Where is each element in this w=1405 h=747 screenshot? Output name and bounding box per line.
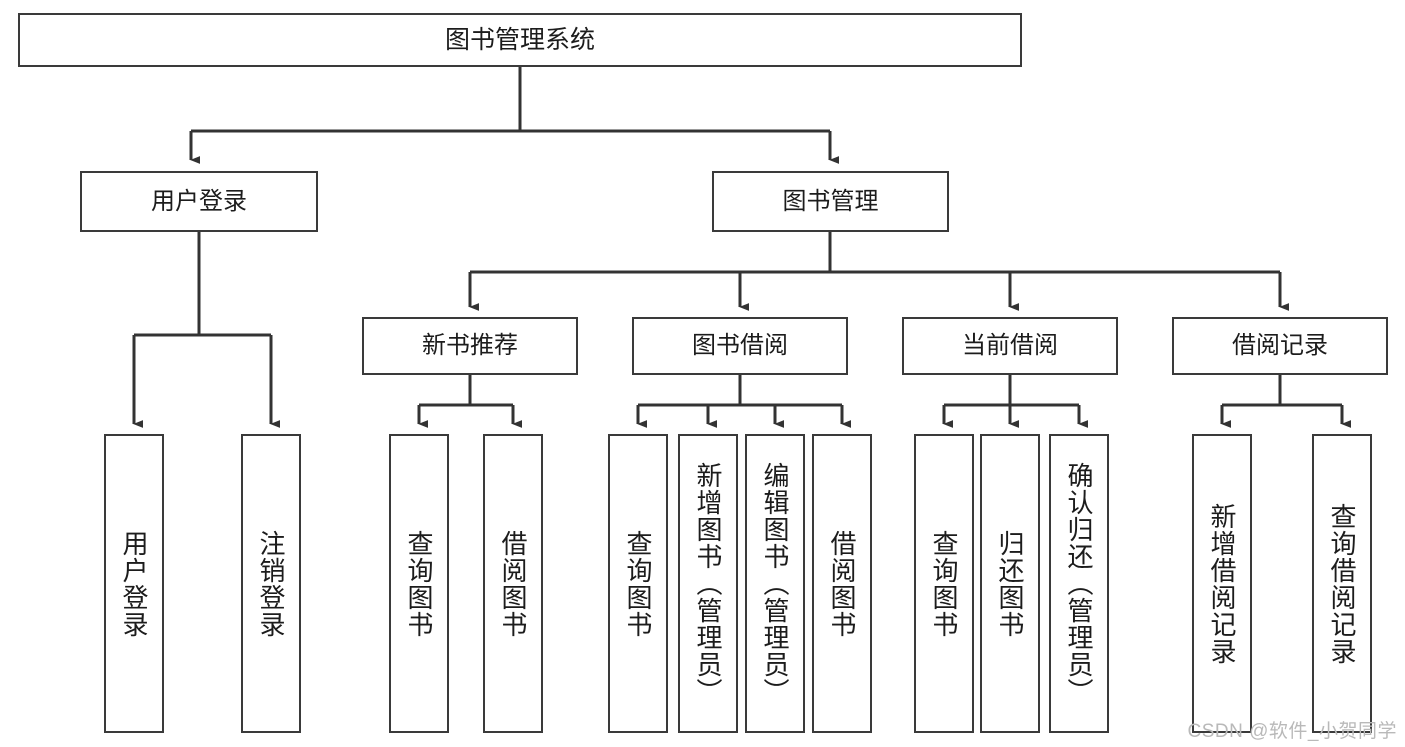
- leaf-confirm-return-admin[interactable]: 确认归还（管理员）: [1049, 434, 1109, 733]
- node-label: 新增图书（管理员）: [693, 462, 724, 705]
- leaf-query-book-borrow[interactable]: 查询图书: [608, 434, 668, 733]
- node-label: 图书管理系统: [444, 25, 595, 54]
- node-label: 借阅图书: [827, 529, 858, 638]
- leaf-borrow-book-recommend[interactable]: 借阅图书: [483, 434, 543, 733]
- watermark-csdn: CSDN @软件_小贺同学: [1187, 721, 1397, 742]
- node-label: 注销登录: [256, 529, 287, 638]
- leaf-add-book-admin[interactable]: 新增图书（管理员）: [678, 434, 738, 733]
- leaf-return-book[interactable]: 归还图书: [980, 434, 1040, 733]
- node-label: 用户登录: [151, 187, 247, 215]
- leaf-user-login[interactable]: 用户登录: [104, 434, 164, 733]
- leaf-edit-book-admin[interactable]: 编辑图书（管理员）: [745, 434, 805, 733]
- node-book-management[interactable]: 图书管理: [712, 171, 949, 232]
- leaf-borrow-book[interactable]: 借阅图书: [812, 434, 872, 733]
- node-label: 编辑图书（管理员）: [760, 462, 791, 705]
- node-label: 图书借阅: [692, 332, 788, 360]
- node-book-borrow[interactable]: 图书借阅: [632, 317, 848, 375]
- node-root-book-management-system[interactable]: 图书管理系统: [18, 13, 1022, 67]
- node-label: 用户登录: [119, 529, 150, 638]
- node-label: 借阅图书: [498, 529, 529, 638]
- node-label: 查询图书: [623, 529, 654, 638]
- node-label: 新增借阅记录: [1207, 502, 1238, 665]
- leaf-logout[interactable]: 注销登录: [241, 434, 301, 733]
- node-label: 当前借阅: [962, 332, 1058, 360]
- node-label: 查询借阅记录: [1327, 502, 1358, 665]
- node-label: 归还图书: [995, 529, 1026, 638]
- leaf-add-borrow-record[interactable]: 新增借阅记录: [1192, 434, 1252, 733]
- node-label: 查询图书: [929, 529, 960, 638]
- leaf-query-book-current[interactable]: 查询图书: [914, 434, 974, 733]
- node-label: 查询图书: [404, 529, 435, 638]
- node-label: 新书推荐: [422, 332, 518, 360]
- node-label: 确认归还（管理员）: [1064, 462, 1095, 705]
- leaf-query-book-recommend[interactable]: 查询图书: [389, 434, 449, 733]
- node-label: 图书管理: [782, 187, 879, 215]
- node-borrow-record[interactable]: 借阅记录: [1172, 317, 1388, 375]
- node-new-book-recommend[interactable]: 新书推荐: [362, 317, 578, 375]
- leaf-query-borrow-record[interactable]: 查询借阅记录: [1312, 434, 1372, 733]
- node-current-borrow[interactable]: 当前借阅: [902, 317, 1118, 375]
- node-label: 借阅记录: [1232, 332, 1328, 360]
- node-user-login[interactable]: 用户登录: [80, 171, 318, 232]
